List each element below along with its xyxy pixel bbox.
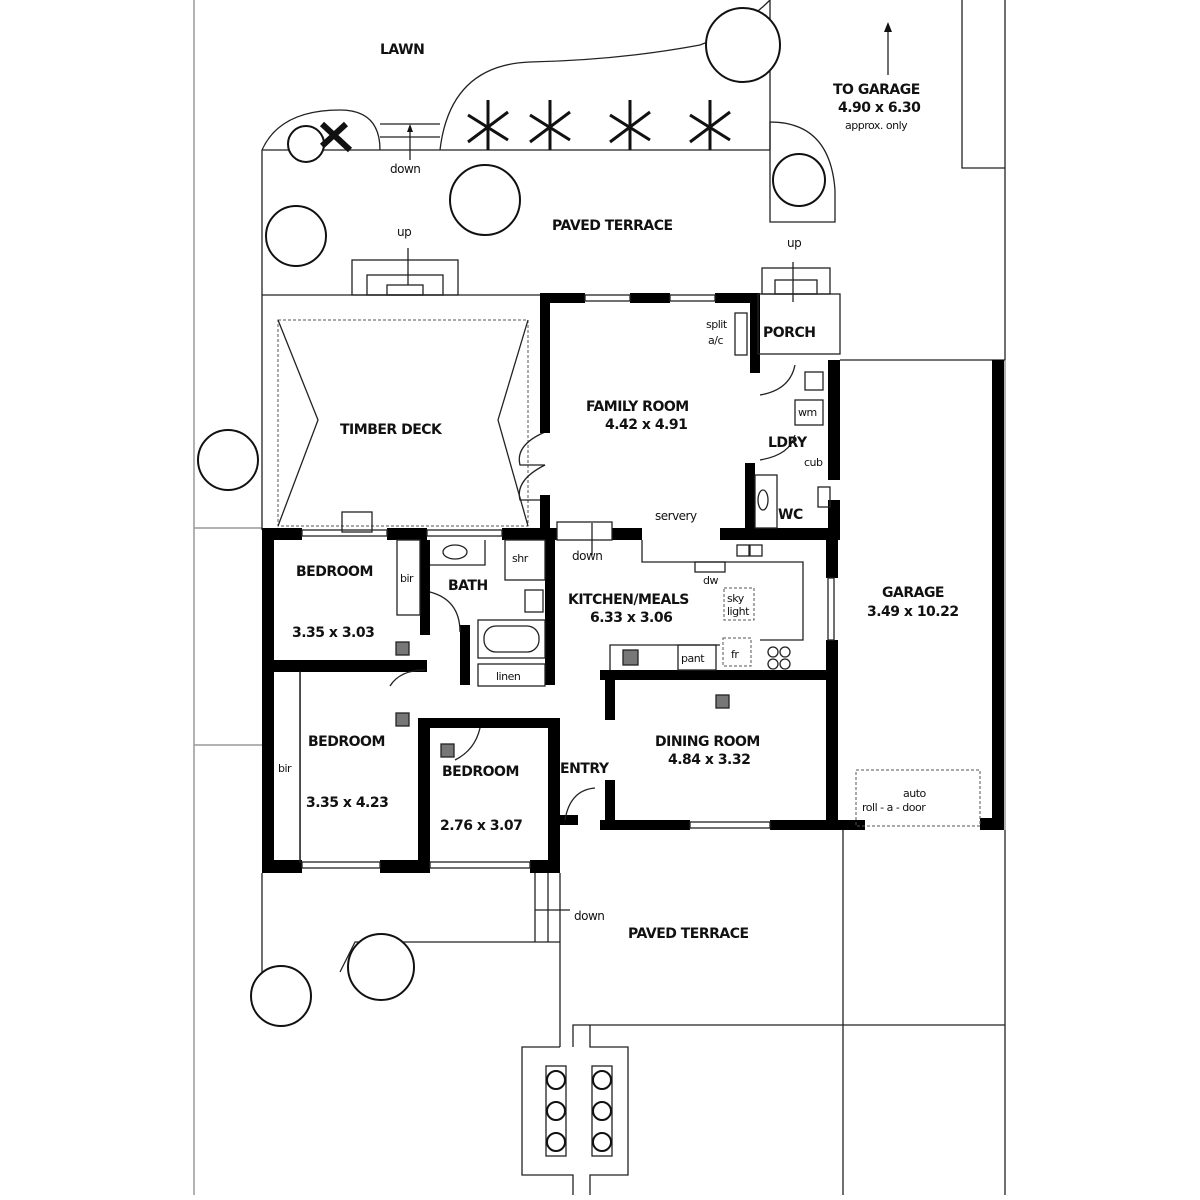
garage-name: GARAGE: [882, 585, 944, 601]
bedroom-3-dims: 2.76 x 3.07: [440, 818, 522, 834]
split-ac-label: a/c: [708, 334, 723, 347]
tree-icon: [449, 164, 521, 236]
timber-deck: [261, 294, 546, 530]
roll-door-label: roll - a - door: [862, 801, 926, 814]
family-room-dims: 4.42 x 4.91: [605, 417, 687, 433]
split-ac-label: split: [706, 318, 728, 331]
paved-terrace-label: PAVED TERRACE: [628, 926, 749, 942]
bath-label: BATH: [448, 578, 488, 594]
windows: [301, 294, 835, 869]
skylight-label: light: [727, 605, 750, 618]
to-garage-note: approx. only: [845, 119, 908, 132]
ldry-label: LDRY: [768, 435, 808, 451]
tree-icon: [772, 153, 826, 207]
kitchen-dims: 6.33 x 3.06: [590, 610, 672, 626]
down-label: down: [574, 909, 604, 923]
palm-icons: [467, 100, 731, 150]
interior-fixtures: [299, 312, 981, 863]
garage-dims: 3.49 x 10.22: [867, 604, 959, 620]
porch-label: PORCH: [763, 325, 815, 341]
entry-label: ENTRY: [560, 761, 610, 777]
pantry-label: pant: [681, 652, 705, 665]
steps-up-left: [351, 248, 459, 296]
property-boundaries: [193, 0, 1006, 1195]
tree-icon: [287, 125, 325, 163]
to-garage-dims: 4.90 x 6.30: [838, 100, 921, 116]
down-label: down: [572, 549, 602, 563]
dining-room-name: DINING ROOM: [655, 734, 760, 750]
bir-label: bir: [278, 762, 292, 775]
bedroom-2-dims: 3.35 x 4.23: [306, 795, 388, 811]
bedroom-3-name: BEDROOM: [442, 764, 519, 780]
trees: [197, 7, 826, 1152]
dw-label: dw: [703, 574, 718, 587]
bir-label: bir: [400, 572, 414, 585]
up-label: up: [397, 225, 411, 239]
labels: LAWN down PAVED TERRACE up up TO GARAGE …: [278, 42, 959, 942]
down-label: down: [390, 162, 420, 176]
bedroom-1-name: BEDROOM: [296, 564, 373, 580]
bedroom-1-dims: 3.35 x 3.03: [292, 625, 374, 641]
tree-icon: [197, 429, 259, 491]
tree-icon: [705, 7, 781, 83]
tree-icon: [265, 205, 327, 267]
linen-label: linen: [496, 670, 521, 683]
servery-label: servery: [655, 509, 697, 523]
arrow-head: [884, 22, 892, 32]
kitchen-name: KITCHEN/MEALS: [568, 592, 689, 608]
fridge-label: fr: [731, 648, 739, 661]
plant-icon: [319, 121, 353, 153]
walls: [262, 293, 1004, 873]
lawn-label: LAWN: [380, 42, 424, 58]
bedroom-2-name: BEDROOM: [308, 734, 385, 750]
planter-shrubs: [546, 1070, 612, 1152]
skylight-label: sky: [727, 592, 745, 605]
paved-terrace-label: PAVED TERRACE: [552, 218, 673, 234]
bottom-terrace: [261, 873, 1005, 1195]
timber-deck-label: TIMBER DECK: [340, 422, 443, 438]
wm-label: wm: [798, 406, 817, 419]
wc-label: WC: [778, 507, 803, 523]
cub-label: cub: [804, 456, 823, 469]
dining-room-dims: 4.84 x 3.32: [668, 752, 750, 768]
steps-up-right: [761, 262, 831, 302]
arrow-head: [407, 124, 413, 132]
to-garage-title: TO GARAGE: [833, 82, 920, 98]
tree-icon: [250, 965, 312, 1027]
roll-door-label: auto: [903, 787, 927, 800]
shower-label: shr: [512, 552, 529, 565]
tree-icon: [347, 933, 415, 1001]
up-label: up: [787, 236, 801, 250]
family-room-name: FAMILY ROOM: [586, 399, 689, 415]
